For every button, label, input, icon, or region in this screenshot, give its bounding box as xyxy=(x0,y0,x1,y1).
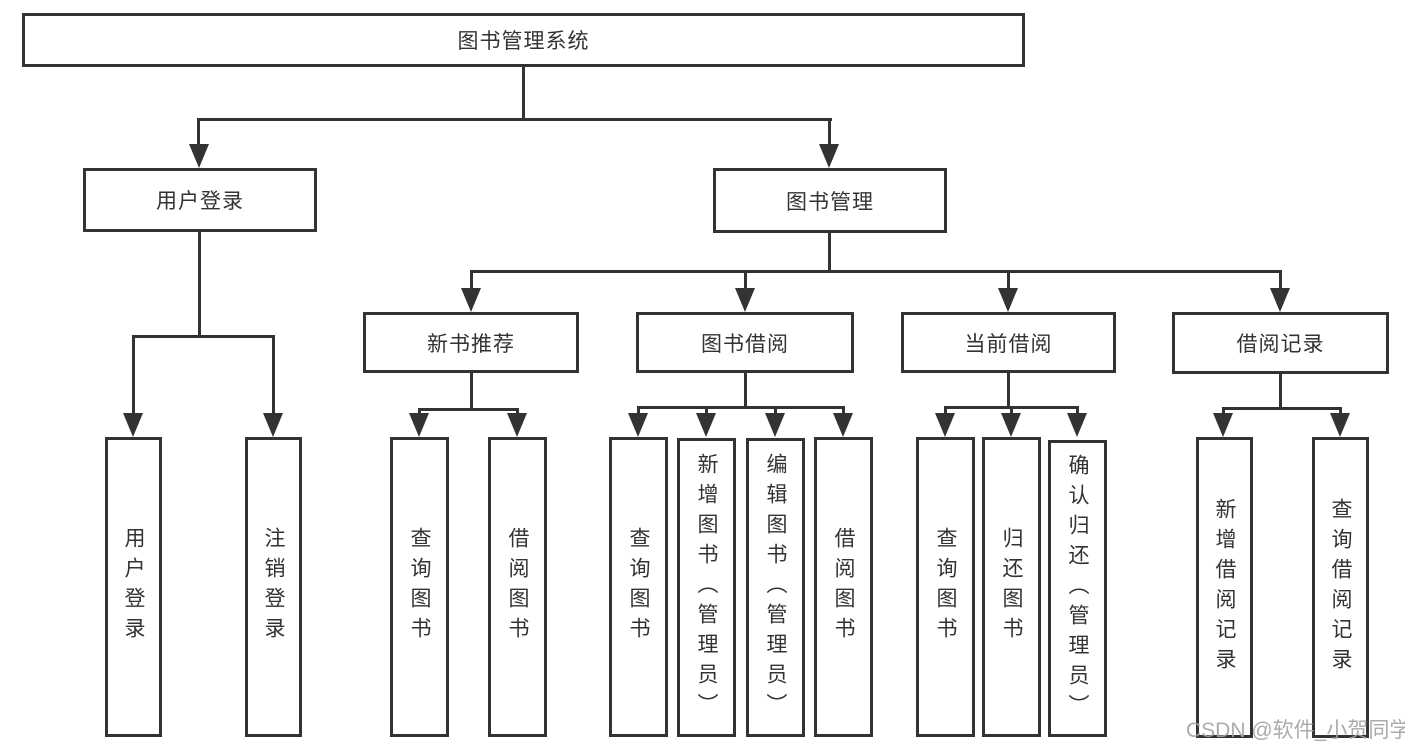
arrow-down-icon xyxy=(123,413,143,437)
arrow-down-icon xyxy=(263,413,283,437)
leaf-user-login: 用户登录 xyxy=(105,437,162,737)
edge-line xyxy=(1279,374,1282,409)
arrow-down-icon xyxy=(409,413,429,437)
edge-line xyxy=(132,335,275,338)
node-borrow-records-label: 借阅记录 xyxy=(1236,333,1325,356)
leaf-logout: 注销登录 xyxy=(245,437,302,737)
arrow-down-icon xyxy=(1270,288,1290,312)
leaf-br-query-record: 查询借阅记录 xyxy=(1312,437,1369,738)
node-book-management-label: 图书管理 xyxy=(786,190,874,214)
arrow-down-icon xyxy=(819,144,839,168)
edge-line xyxy=(197,118,832,121)
edge-line xyxy=(470,373,473,410)
arrow-down-icon xyxy=(696,413,716,437)
edge-line xyxy=(637,406,845,409)
leaf-bb-edit-books-label: 编辑图书（管理员） xyxy=(764,452,787,723)
edge-line xyxy=(272,335,275,415)
edge-line xyxy=(418,408,519,411)
edge-line xyxy=(944,406,947,416)
edge-line xyxy=(1222,407,1342,410)
leaf-cb-query-books: 查询图书 xyxy=(916,437,975,737)
leaf-nr-borrow-books: 借阅图书 xyxy=(488,437,547,737)
node-user-login-label: 用户登录 xyxy=(156,190,244,213)
edge-line xyxy=(132,335,135,415)
arrow-down-icon xyxy=(1001,413,1021,437)
leaf-bb-edit-books: 编辑图书（管理员） xyxy=(746,438,805,737)
edge-line xyxy=(842,406,845,416)
arrow-down-icon xyxy=(765,413,785,437)
edge-line xyxy=(470,270,473,290)
edge-line xyxy=(1339,407,1342,416)
leaf-bb-add-books: 新增图书（管理员） xyxy=(677,438,736,737)
arrow-down-icon xyxy=(189,144,209,168)
node-current-borrow: 当前借阅 xyxy=(901,312,1116,373)
edge-line xyxy=(1007,270,1010,290)
node-new-book-recommend: 新书推荐 xyxy=(363,312,579,373)
node-book-management: 图书管理 xyxy=(713,168,947,233)
leaf-cb-return-books-label: 归还图书 xyxy=(1000,527,1023,647)
arrow-down-icon xyxy=(833,413,853,437)
edge-line xyxy=(774,406,777,416)
edge-line xyxy=(828,233,831,272)
arrow-down-icon xyxy=(461,288,481,312)
edge-line xyxy=(1076,406,1079,416)
edge-line xyxy=(1010,406,1013,416)
leaf-user-login-label: 用户登录 xyxy=(122,527,145,647)
arrow-down-icon xyxy=(735,288,755,312)
leaf-nr-query-books: 查询图书 xyxy=(390,437,449,737)
leaf-cb-return-books: 归还图书 xyxy=(982,437,1041,737)
leaf-bb-add-books-label: 新增图书（管理员） xyxy=(695,452,718,723)
arrow-down-icon xyxy=(628,413,648,437)
leaf-nr-query-books-label: 查询图书 xyxy=(408,527,431,647)
leaf-bb-borrow-books: 借阅图书 xyxy=(814,437,873,737)
leaf-br-add-record-label: 新增借阅记录 xyxy=(1213,497,1236,678)
leaf-nr-borrow-books-label: 借阅图书 xyxy=(506,527,529,647)
node-borrow-records: 借阅记录 xyxy=(1172,312,1389,374)
arrow-down-icon xyxy=(1067,413,1087,437)
watermark-text: CSDN @软件_小贺同学 xyxy=(1186,719,1405,742)
arrow-down-icon xyxy=(998,288,1018,312)
node-new-book-recommend-label: 新书推荐 xyxy=(427,332,515,356)
edge-line xyxy=(744,373,747,408)
node-user-login: 用户登录 xyxy=(83,168,317,232)
edge-line xyxy=(1279,270,1282,290)
leaf-bb-borrow-books-label: 借阅图书 xyxy=(832,527,855,647)
edge-line xyxy=(470,270,1282,273)
arrow-down-icon xyxy=(1330,413,1350,437)
arrow-down-icon xyxy=(507,413,527,437)
edge-line xyxy=(522,66,525,121)
node-root-label: 图书管理系统 xyxy=(457,30,590,53)
arrow-down-icon xyxy=(935,413,955,437)
edge-line xyxy=(516,408,519,416)
edge-line xyxy=(828,118,831,148)
edge-line xyxy=(744,270,747,290)
leaf-br-add-record: 新增借阅记录 xyxy=(1196,437,1253,738)
edge-line xyxy=(197,118,200,148)
edge-line xyxy=(637,406,640,416)
arrow-down-icon xyxy=(1213,413,1233,437)
node-root: 图书管理系统 xyxy=(22,13,1025,67)
leaf-cb-confirm-return: 确认归还（管理员） xyxy=(1048,440,1107,737)
leaf-bb-query-books-label: 查询图书 xyxy=(627,527,650,647)
node-book-borrow-label: 图书借阅 xyxy=(701,332,789,356)
edge-line xyxy=(1222,407,1225,416)
leaf-logout-label: 注销登录 xyxy=(262,527,285,647)
leaf-bb-query-books: 查询图书 xyxy=(609,437,668,737)
node-current-borrow-label: 当前借阅 xyxy=(964,332,1053,356)
leaf-br-query-record-label: 查询借阅记录 xyxy=(1329,497,1352,678)
node-book-borrow: 图书借阅 xyxy=(636,312,854,373)
leaf-cb-query-books-label: 查询图书 xyxy=(934,527,957,647)
edge-line xyxy=(705,406,708,416)
edge-line xyxy=(1007,373,1010,408)
edge-line xyxy=(198,232,201,338)
edge-line xyxy=(418,408,421,416)
leaf-cb-confirm-return-label: 确认归还（管理员） xyxy=(1066,453,1089,724)
